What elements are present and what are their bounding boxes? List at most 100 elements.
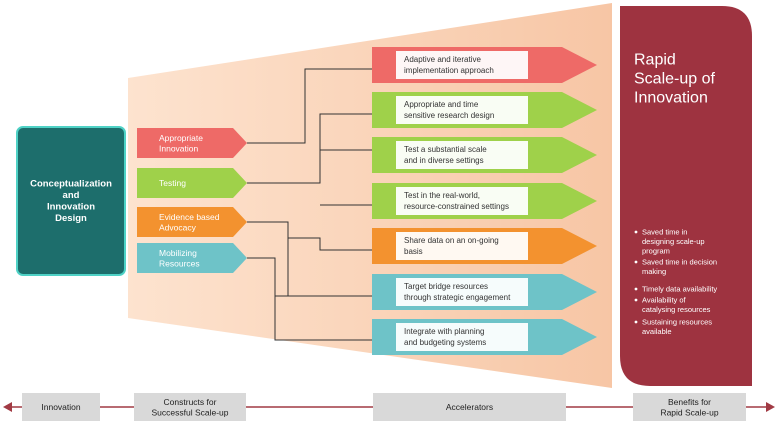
timeline-arrow-left xyxy=(3,402,12,412)
accelerator-label: Integrate with planning xyxy=(404,327,485,336)
construct-label: Testing xyxy=(159,178,186,188)
accelerator-label: Test in the real-world, xyxy=(404,191,480,200)
bullet-dot xyxy=(634,320,638,324)
construct-label: Advocacy xyxy=(159,222,197,232)
timeline-label: Rapid Scale-up xyxy=(660,407,718,417)
accelerator-label-box xyxy=(396,187,528,215)
accelerator-label: Adaptive and iterative xyxy=(404,55,481,64)
construct-item: Testing xyxy=(137,168,247,198)
construct-arrow-shape xyxy=(137,207,247,237)
benefit-label: Sustaining resources xyxy=(642,318,712,327)
construct-arrow-shape xyxy=(137,128,247,158)
construct-arrow-shape xyxy=(137,168,247,198)
source-label: Innovation xyxy=(47,201,95,212)
timeline-box-shape xyxy=(633,393,746,421)
connector-line xyxy=(247,257,372,341)
timeline-box-shape xyxy=(373,393,566,421)
bullet-dot xyxy=(634,287,638,291)
accelerator-item: Share data on an on-going basis xyxy=(372,228,597,264)
bullet-dot xyxy=(634,260,638,264)
source-label: Design xyxy=(55,213,87,224)
accelerator-label-box xyxy=(396,51,528,79)
benefit-label: designing scale-up xyxy=(642,237,705,246)
accelerator-item: Appropriate and time sensitive research d… xyxy=(372,92,597,128)
outcome-panel-shape xyxy=(620,6,752,386)
connector-line xyxy=(247,68,372,144)
benefit-label: catalysing resources xyxy=(642,305,711,314)
outcome-title: Innovation xyxy=(634,90,708,107)
timeline-arrow-right xyxy=(766,402,775,412)
bullet-dot xyxy=(634,230,638,234)
benefit-label: Saved time in decision xyxy=(642,258,717,267)
accelerator-label: resource-constrained settings xyxy=(404,202,509,211)
benefit-item: Timely data availability xyxy=(634,285,717,294)
source-label: Conceptualization xyxy=(30,178,112,189)
timeline-label: Accelerators xyxy=(446,402,493,412)
construct-label: Evidence based xyxy=(159,212,220,222)
connectors xyxy=(247,68,372,341)
accelerator-label: Test a substantial scale xyxy=(404,145,487,154)
accelerator-label: implementation approach xyxy=(404,66,494,75)
accelerator-label: and budgeting systems xyxy=(404,338,486,347)
accelerator-label: and in diverse settings xyxy=(404,156,484,165)
connector-line xyxy=(288,237,372,251)
accelerator-label: Share data on an on-going xyxy=(404,236,499,245)
source-label: and xyxy=(63,190,80,201)
accelerator-item: Target bridge resources through strategic… xyxy=(372,274,597,310)
accelerator-label-box xyxy=(396,96,528,124)
timeline-label: Benefits for xyxy=(668,397,711,407)
benefit-label: Saved time in xyxy=(642,228,687,237)
accelerator-label: Appropriate and time xyxy=(404,100,479,109)
timeline-box: Accelerators xyxy=(373,393,566,421)
accelerator-label: sensitive research design xyxy=(404,111,494,120)
accelerator-item: Test a substantial scale and in diverse s… xyxy=(372,137,597,173)
connector-line xyxy=(247,221,372,297)
outcome-title: Scale-up of xyxy=(634,71,715,88)
accelerator-label: through strategic engagement xyxy=(404,293,511,302)
timeline-box: Innovation xyxy=(22,393,100,421)
accelerators-group: Adaptive and iterative implementation app… xyxy=(372,47,597,355)
benefit-label: program xyxy=(642,247,670,256)
timeline-label: Innovation xyxy=(41,402,80,412)
accelerator-label-box xyxy=(396,323,528,351)
accelerator-label-box xyxy=(396,141,528,169)
accelerator-item: Adaptive and iterative implementation app… xyxy=(372,47,597,83)
accelerator-item: Test in the real-world, resource-constrai… xyxy=(372,183,597,219)
construct-arrow-shape xyxy=(137,243,247,273)
accelerator-label: Target bridge resources xyxy=(404,282,488,291)
benefit-label: Availability of xyxy=(642,296,687,305)
construct-label: Mobilizing xyxy=(159,248,197,258)
construct-label: Innovation xyxy=(159,143,198,153)
source-box-shape xyxy=(16,126,126,276)
connector-line xyxy=(247,113,372,184)
outcome-title: Rapid xyxy=(634,52,676,69)
timeline-box-shape xyxy=(22,393,100,421)
timeline-box-shape xyxy=(134,393,246,421)
benefit-label: Timely data availability xyxy=(642,285,717,294)
accelerator-label: basis xyxy=(404,247,423,256)
construct-label: Appropriate xyxy=(159,133,203,143)
benefit-label: making xyxy=(642,267,666,276)
accelerator-label-box xyxy=(396,232,528,260)
accelerator-label-box xyxy=(396,278,528,306)
bullet-dot xyxy=(634,298,638,302)
timeline-label: Successful Scale-up xyxy=(151,407,228,417)
benefit-label: available xyxy=(642,327,672,336)
timeline-label: Constructs for xyxy=(164,397,217,407)
accelerator-item: Integrate with planning and budgeting sys… xyxy=(372,319,597,355)
construct-label: Resources xyxy=(159,258,200,268)
